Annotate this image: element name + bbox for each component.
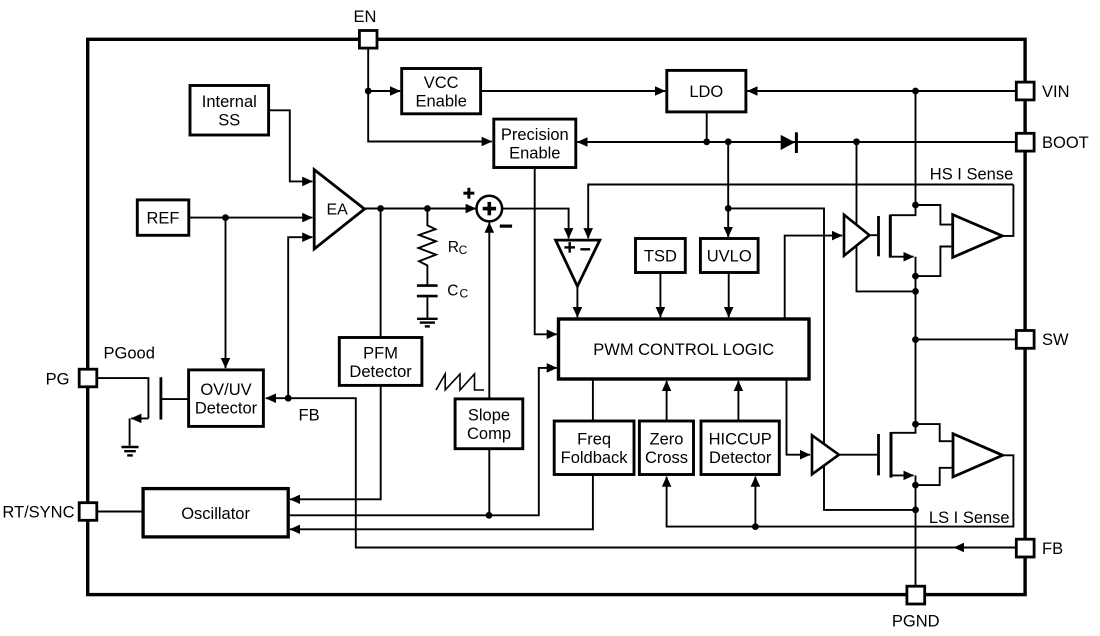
svg-text:PGND: PGND bbox=[892, 613, 940, 631]
svg-text:SS: SS bbox=[218, 112, 240, 130]
svg-text:LS I Sense: LS I Sense bbox=[929, 509, 1010, 527]
svg-text:Slope: Slope bbox=[468, 407, 510, 425]
svg-text:C: C bbox=[460, 287, 469, 301]
svg-text:Internal: Internal bbox=[202, 93, 257, 111]
svg-text:HICCUP: HICCUP bbox=[709, 431, 772, 449]
svg-text:FB: FB bbox=[299, 407, 320, 425]
svg-text:PG: PG bbox=[46, 370, 70, 388]
svg-text:Cross: Cross bbox=[645, 449, 688, 467]
svg-text:TSD: TSD bbox=[644, 248, 677, 266]
svg-text:Comp: Comp bbox=[467, 425, 511, 443]
svg-text:Freq: Freq bbox=[577, 431, 611, 449]
svg-text:Detector: Detector bbox=[195, 400, 258, 418]
svg-text:R: R bbox=[448, 239, 459, 256]
svg-text:VCC: VCC bbox=[424, 74, 459, 92]
svg-text:Foldback: Foldback bbox=[561, 449, 629, 467]
svg-text:Precision: Precision bbox=[501, 126, 569, 144]
svg-text:SW: SW bbox=[1042, 331, 1069, 349]
svg-text:Detector: Detector bbox=[349, 363, 412, 381]
svg-text:EN: EN bbox=[353, 8, 376, 26]
svg-text:Zero: Zero bbox=[650, 431, 684, 449]
svg-text:EA: EA bbox=[327, 202, 349, 219]
svg-text:C: C bbox=[459, 243, 468, 257]
svg-text:LDO: LDO bbox=[689, 83, 723, 101]
svg-text:Enable: Enable bbox=[416, 93, 467, 111]
svg-text:PFM: PFM bbox=[363, 344, 398, 362]
svg-text:RT/SYNC: RT/SYNC bbox=[2, 504, 74, 522]
svg-text:OV/UV: OV/UV bbox=[200, 381, 251, 399]
svg-text:VIN: VIN bbox=[1042, 83, 1070, 101]
svg-text:Oscillator: Oscillator bbox=[181, 505, 250, 523]
svg-text:Detector: Detector bbox=[709, 449, 772, 467]
svg-text:HS I Sense: HS I Sense bbox=[930, 166, 1013, 184]
svg-text:PGood: PGood bbox=[104, 344, 155, 362]
svg-text:REF: REF bbox=[147, 210, 180, 228]
svg-text:PWM CONTROL LOGIC: PWM CONTROL LOGIC bbox=[593, 341, 774, 359]
svg-text:BOOT: BOOT bbox=[1042, 134, 1089, 152]
svg-text:Enable: Enable bbox=[509, 145, 560, 163]
svg-text:UVLO: UVLO bbox=[707, 248, 752, 266]
svg-text:C: C bbox=[447, 283, 458, 300]
svg-text:FB: FB bbox=[1042, 540, 1063, 558]
